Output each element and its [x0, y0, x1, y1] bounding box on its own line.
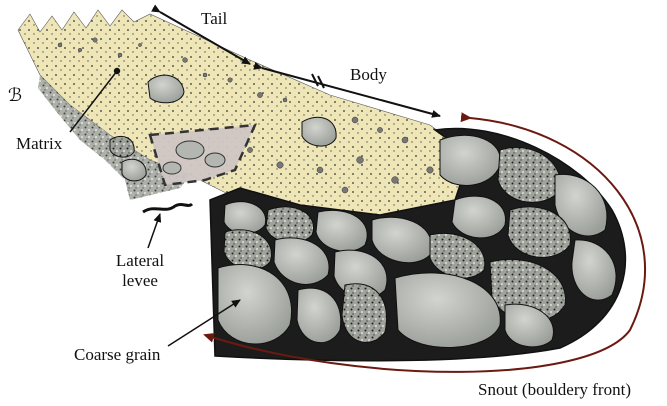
label-body: Body [350, 65, 387, 85]
levee-mark [143, 204, 192, 212]
lateral-levee-leader [148, 214, 160, 248]
label-lateral-levee-line2: levee [106, 271, 174, 291]
scale-mark: ℬ [8, 85, 22, 106]
label-lateral-levee-line1: Lateral [106, 251, 174, 271]
label-tail: Tail [201, 9, 227, 29]
label-snout: Snout (bouldery front) [478, 380, 631, 400]
label-matrix: Matrix [16, 134, 62, 154]
label-coarse-grain: Coarse grain [74, 345, 160, 365]
label-lateral-levee: Lateral levee [106, 251, 174, 290]
